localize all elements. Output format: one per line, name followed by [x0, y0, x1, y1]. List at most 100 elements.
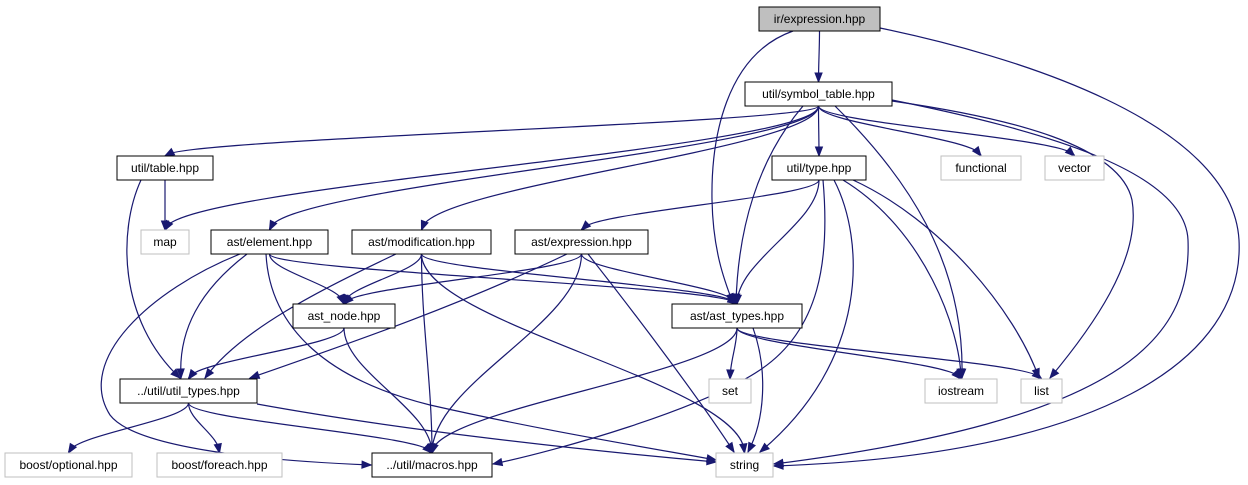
edge-line	[431, 327, 738, 454]
edge-ast_expression-to-macros	[428, 253, 583, 455]
node-ast-modification-hpp[interactable]: ast/modification.hpp	[351, 229, 492, 255]
node-label: ../util/util_types.hpp	[137, 384, 240, 398]
node-box	[156, 452, 283, 478]
node-label: ast/expression.hpp	[531, 235, 632, 249]
node-util-macros-hpp[interactable]: ../util/macros.hpp	[371, 452, 493, 478]
edge-line	[256, 403, 717, 463]
node-label: boost/foreach.hpp	[171, 458, 267, 472]
node-label: functional	[955, 161, 1006, 175]
edge-line	[842, 179, 962, 379]
edge-arrowhead	[430, 442, 439, 455]
edge-symbol_table-to-table	[163, 105, 820, 157]
node-box[interactable]	[744, 81, 893, 107]
node-label: ast/element.hpp	[227, 235, 313, 249]
node-box	[1044, 155, 1105, 181]
edges-layer	[67, 27, 1240, 470]
node-box[interactable]	[771, 155, 867, 181]
node-box[interactable]	[514, 229, 649, 255]
edge-line	[580, 179, 820, 231]
node-box[interactable]	[116, 155, 214, 181]
edge-line	[773, 27, 1240, 467]
node-label: util/type.hpp	[787, 161, 852, 175]
edge-line	[204, 253, 397, 379]
edge-symbol_table-to-map	[164, 105, 820, 232]
edge-line	[817, 105, 1076, 157]
edge-ast_types-to-list	[736, 327, 1043, 380]
node-ast-ast-types-hpp[interactable]: ast/ast_types.hpp	[671, 303, 803, 329]
edge-ast_types-to-set	[726, 327, 738, 381]
edge-line	[492, 179, 826, 465]
edge-element-to-ast_node	[268, 253, 345, 306]
edge-line	[420, 105, 820, 231]
node-set: set	[708, 378, 752, 404]
edge-line	[420, 253, 738, 305]
edge-ast_expression-to-string	[587, 253, 735, 454]
edge-line	[711, 30, 794, 304]
edge-line	[420, 253, 746, 454]
edge-line	[343, 253, 423, 305]
edge-arrowhead	[814, 146, 824, 158]
edge-arrowhead	[420, 219, 429, 232]
edge-line	[580, 253, 738, 305]
edge-util_types-to-string	[256, 403, 718, 466]
node-box[interactable]	[371, 452, 493, 478]
edge-line	[759, 179, 854, 453]
node-boost-optional-hpp: boost/optional.hpp	[4, 452, 133, 478]
edge-symbol_table-to-functional	[817, 105, 982, 158]
edge-util_types-to-boost_foreach	[187, 402, 222, 455]
edge-arrowhead	[248, 370, 261, 379]
node-box[interactable]	[351, 229, 492, 255]
node-boost-foreach-hpp: boost/foreach.hpp	[156, 452, 283, 478]
node-label: util/symbol_table.hpp	[762, 87, 875, 101]
node-util-table-hpp[interactable]: util/table.hpp	[116, 155, 214, 181]
node-ast-element-hpp[interactable]: ast/element.hpp	[210, 229, 329, 255]
edge-modification-to-string	[420, 253, 748, 455]
node-box[interactable]	[292, 303, 396, 329]
edge-arrowhead	[725, 441, 735, 454]
node-label: ast/modification.hpp	[368, 235, 475, 249]
node-box[interactable]	[671, 303, 803, 329]
edge-symbol_table-to-string	[772, 99, 1189, 467]
edge-ast_types-to-string	[747, 327, 764, 454]
edge-arrowhead	[758, 442, 770, 453]
edge-line	[852, 179, 1040, 379]
node-box[interactable]	[210, 229, 329, 255]
edge-line	[343, 253, 583, 305]
edge-line	[773, 99, 1189, 465]
edge-arrowhead	[67, 442, 78, 455]
edge-line	[736, 327, 1043, 380]
node-label: set	[722, 384, 739, 398]
node-ir-expression-hpp[interactable]: ir/expression.hpp	[758, 6, 881, 32]
node-box	[924, 378, 998, 404]
node-label: ir/expression.hpp	[774, 12, 866, 26]
node-string: string	[715, 452, 774, 478]
node-box[interactable]	[119, 378, 258, 404]
node-box	[715, 452, 774, 478]
edge-arrowhead	[361, 460, 373, 469]
node-label: ast/ast_types.hpp	[690, 309, 784, 323]
edge-modification-to-ast_node	[343, 253, 423, 306]
edge-line	[180, 253, 248, 379]
edge-arrowhead	[727, 293, 738, 306]
node-util-symbol-table-hpp[interactable]: util/symbol_table.hpp	[744, 81, 893, 107]
edge-util_types-to-boost_optional	[67, 402, 190, 455]
node-ast-expression-hpp[interactable]: ast/expression.hpp	[514, 229, 649, 255]
node-iostream: iostream	[924, 378, 998, 404]
node-label: ../util/macros.hpp	[386, 458, 478, 472]
edge-arrowhead	[176, 368, 185, 380]
node-ast-node-hpp[interactable]: ast_node.hpp	[292, 303, 396, 329]
edge-arrowhead	[343, 294, 354, 305]
edge-modification-to-ast_types	[420, 253, 739, 305]
edge-arrowhead	[971, 145, 982, 158]
node-box[interactable]	[758, 6, 881, 32]
edge-symbol_table-to-vector	[817, 105, 1076, 157]
node-box	[708, 378, 752, 404]
node-util-util-types-hpp[interactable]: ../util/util_types.hpp	[119, 378, 258, 404]
edge-element-to-macros	[100, 253, 373, 469]
node-label: list	[1034, 384, 1049, 398]
edge-symbol_table-to-iostream	[834, 105, 967, 380]
node-box	[140, 229, 190, 255]
node-util-type-hpp[interactable]: util/type.hpp	[771, 155, 867, 181]
edge-arrowhead	[187, 368, 198, 381]
edge-util_types-to-macros	[187, 402, 433, 454]
